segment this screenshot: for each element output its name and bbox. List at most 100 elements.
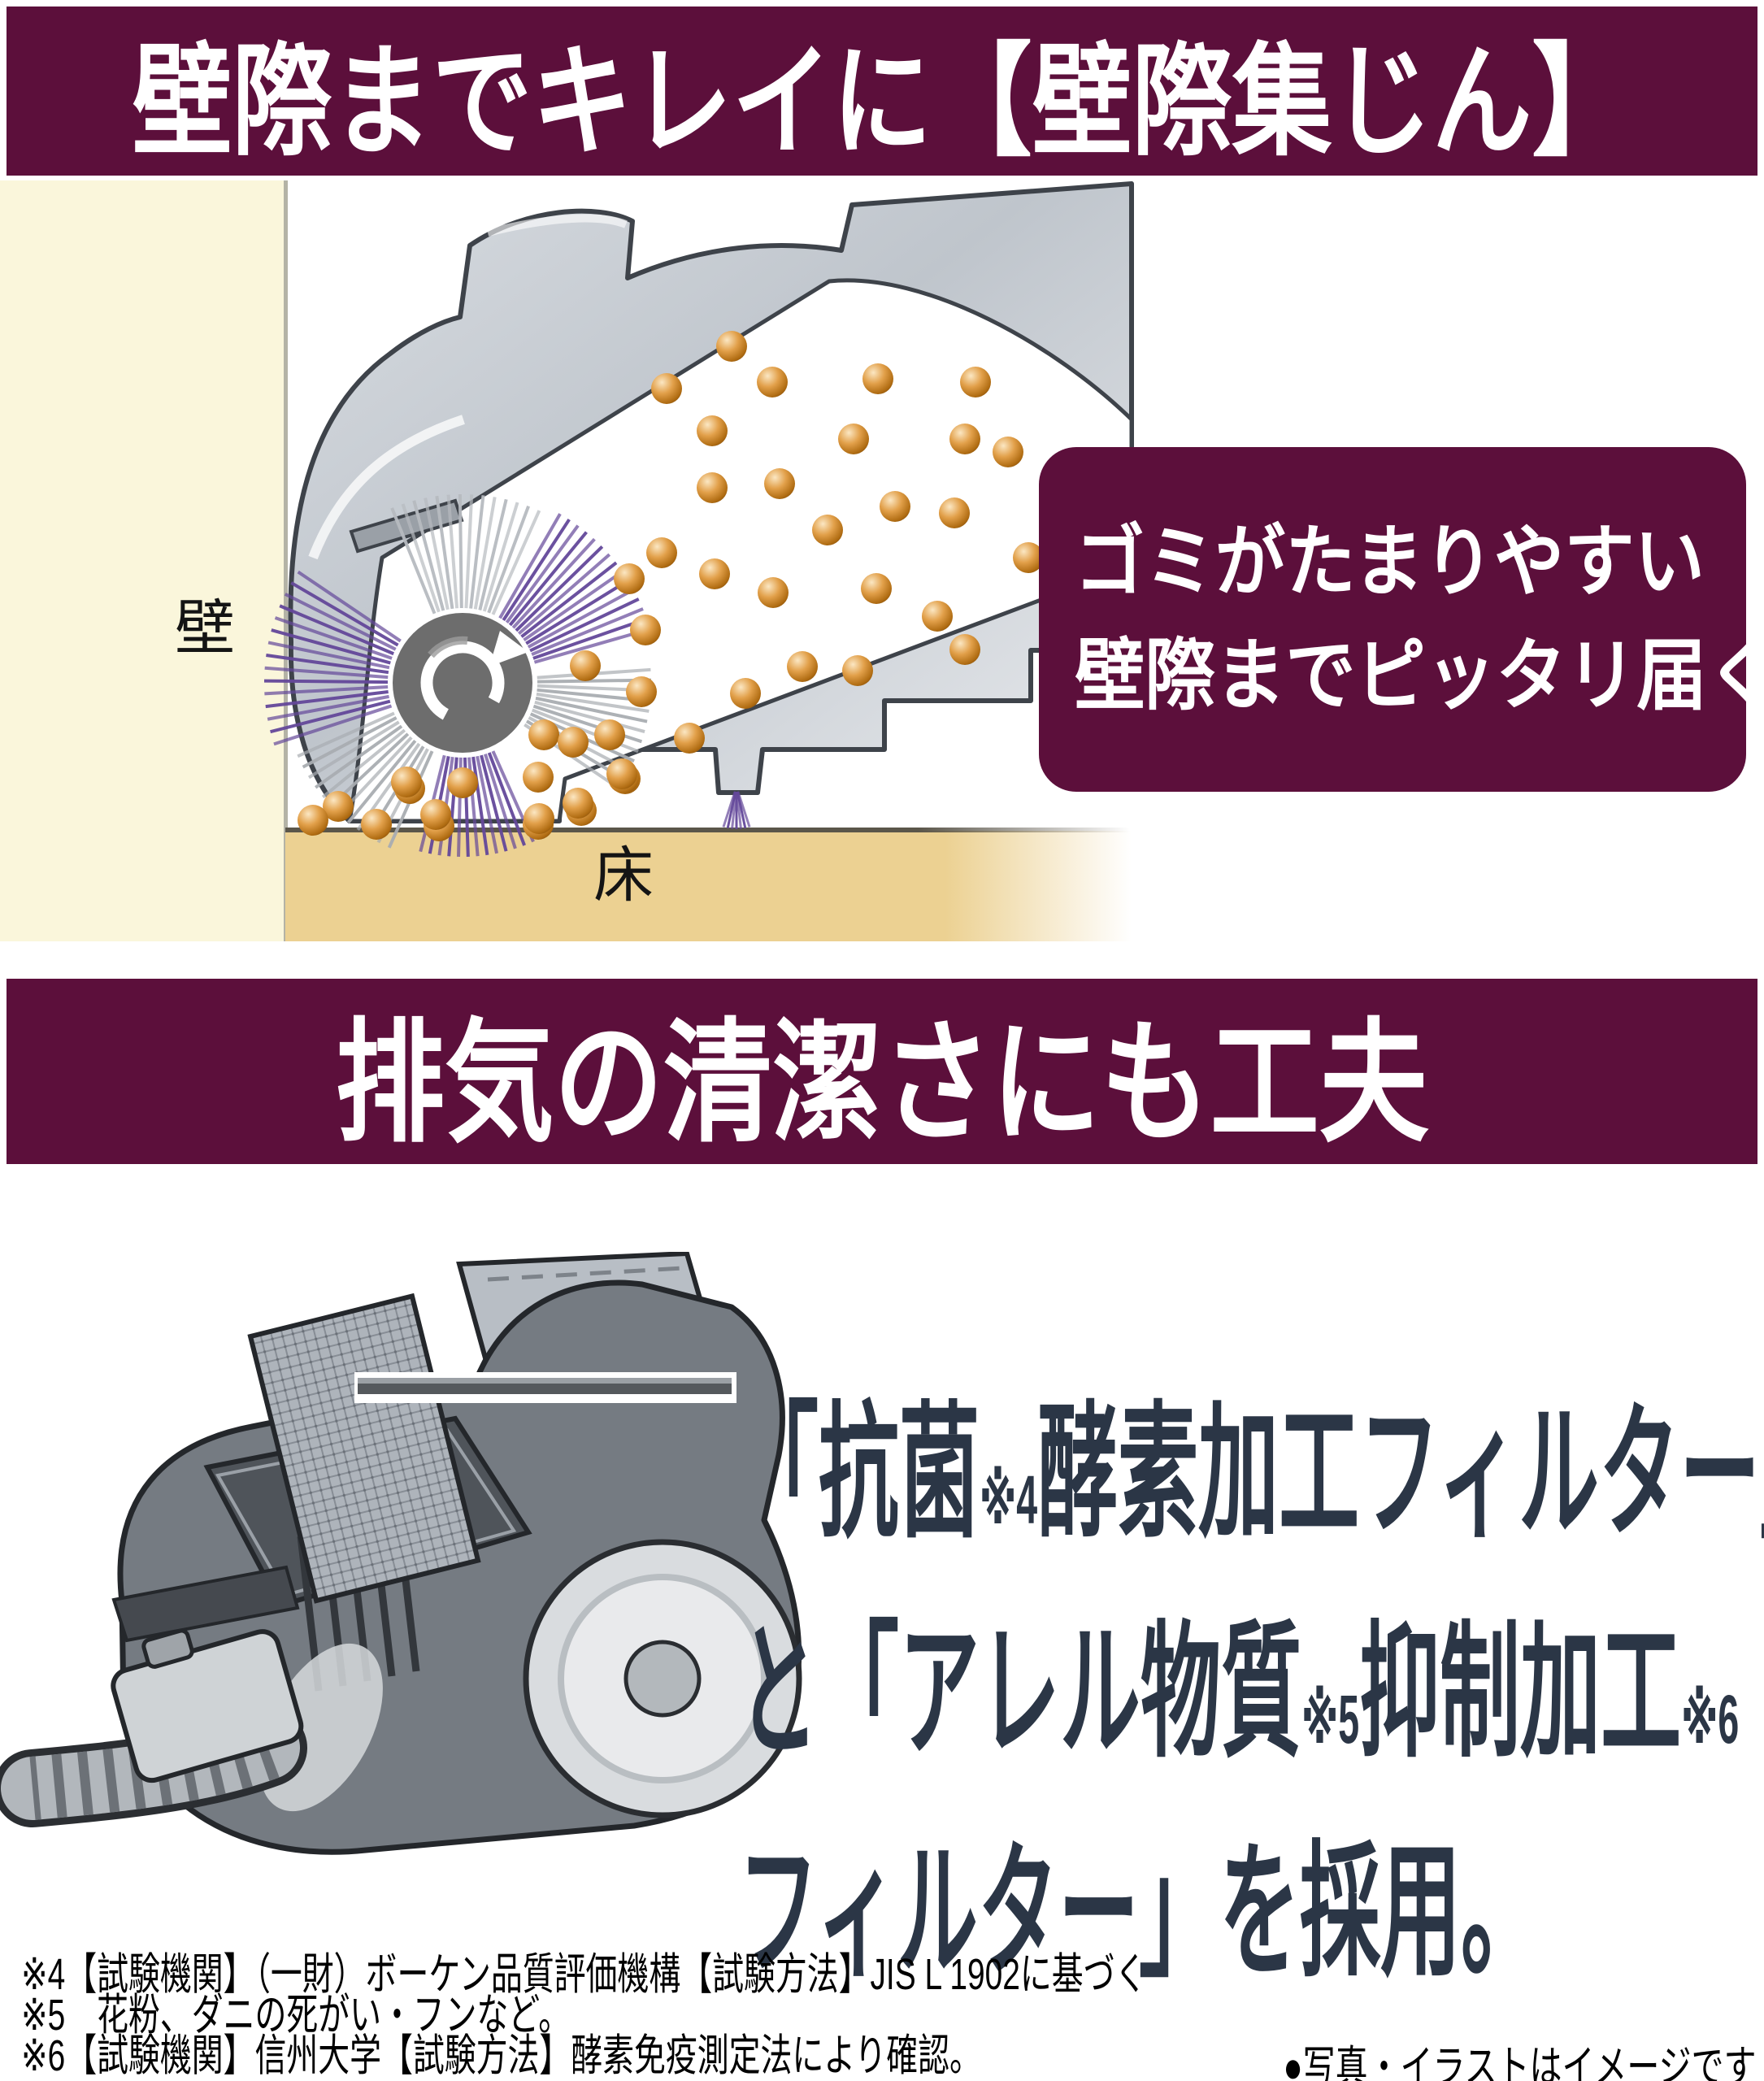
brush-bristles	[263, 493, 751, 857]
bristle-line	[297, 570, 402, 643]
rotating-brush	[393, 613, 532, 753]
bristle-line	[273, 704, 393, 746]
bristle-line	[517, 553, 611, 635]
floor-top-line	[285, 828, 1130, 832]
callout-line2: 壁際までピッタリ届く	[1075, 632, 1764, 719]
dust-particle	[862, 363, 893, 394]
bristle-line	[435, 495, 454, 610]
dust-particle	[949, 424, 980, 454]
bristle-line	[520, 561, 618, 638]
bristle-line	[401, 503, 441, 613]
rotation-arrow-ring	[420, 641, 505, 725]
bristle-line	[464, 494, 474, 609]
callout-box: ゴミがたまりやすい 壁際までピッタリ届く	[1039, 447, 1764, 792]
dust-particle	[626, 676, 657, 707]
dust-particle	[697, 472, 728, 503]
bristle-line	[265, 689, 389, 709]
bristle-line	[534, 700, 645, 733]
banner2-text: 排気の清潔さにも工夫	[335, 1008, 1429, 1158]
dust-particle	[960, 367, 991, 398]
dust-particle	[922, 601, 953, 632]
dust-particle	[716, 331, 747, 362]
dust-particle	[674, 723, 705, 754]
bristle-line	[297, 711, 395, 758]
description-line: と「アレル物質※5抑制加工※6	[738, 1611, 1740, 1775]
bristle-line	[263, 679, 389, 684]
pleated-filter	[297, 1516, 420, 1692]
bristle-line	[480, 754, 508, 852]
bristle-line	[271, 628, 391, 665]
dust-particle	[757, 367, 788, 398]
bristle-line	[266, 654, 389, 675]
bristle-line	[290, 581, 399, 647]
bristle-line	[473, 497, 497, 610]
dust-particle	[1013, 542, 1044, 573]
bristle-line	[469, 495, 485, 609]
floor	[285, 831, 1132, 941]
rotation-arrow-head	[489, 631, 528, 667]
image-note-text: ●写真・イラストはイメージです	[1283, 2043, 1756, 2081]
bristle-line	[270, 699, 391, 734]
wheel	[523, 1539, 802, 1818]
brush-shine	[428, 636, 468, 658]
shell-highlight-streak	[308, 415, 465, 560]
bristle-line	[412, 500, 445, 611]
hose	[0, 1628, 307, 1827]
image-note: ●写真・イラストはイメージです	[780, 2031, 1756, 2081]
dust-particles	[298, 331, 1044, 841]
bristle-line	[284, 593, 397, 651]
bristle-line	[346, 739, 417, 824]
bristle-line	[424, 497, 450, 610]
bristle-line	[491, 510, 541, 615]
dust-particle	[298, 805, 328, 836]
footnotes: ※4【試験機関】（一財）ボーケン品質評価機構【試験方法】JIS L 1902に基…	[21, 1950, 1764, 2078]
description-line: 「抗菌※4酵素加工フィルター」	[738, 1392, 1764, 1555]
bristle-line	[471, 756, 489, 856]
bristle-line	[458, 493, 463, 609]
dust-particle	[447, 767, 478, 798]
footnote-line: ※4【試験機関】（一財）ボーケン品質評価機構【試験方法】JIS L 1902に基…	[21, 1950, 1147, 1999]
dust-particle	[764, 468, 795, 499]
brush-disc	[393, 613, 532, 753]
bristle-line	[508, 531, 588, 627]
bristle-line	[535, 696, 648, 723]
banner1-text: 壁際までキレイに【壁際集じん】	[132, 33, 1632, 170]
floor-label: 床	[593, 841, 654, 909]
bristle-line	[264, 666, 389, 680]
dust-particle	[594, 719, 625, 750]
bristle-line	[315, 724, 403, 789]
bristle-line	[736, 791, 751, 828]
bristle-line	[487, 752, 526, 846]
bristle-line	[532, 617, 648, 660]
dust-particle	[812, 515, 843, 545]
dust-particle	[730, 678, 761, 709]
bristle-line	[321, 728, 406, 799]
dust-particle	[563, 788, 593, 819]
bristle-line	[267, 694, 389, 721]
dust-particle	[651, 373, 682, 404]
dust-particle	[861, 573, 892, 604]
headline-banner-wall-edge: 壁際までキレイに【壁際集じん】	[7, 7, 1757, 176]
shell-highlight-streak-2	[486, 214, 628, 237]
dust-particle	[697, 415, 728, 446]
callout-line1: ゴミがたまりやすい	[1075, 519, 1705, 606]
dust-particle	[323, 791, 354, 822]
dust-particle	[842, 655, 873, 686]
dust-particle	[993, 437, 1023, 467]
bristle-line	[307, 720, 400, 780]
footnote-line: ※5 花粉、ダニの死がい・フンなど。	[21, 1991, 571, 2040]
bristle-line	[476, 755, 499, 854]
bristle-line	[267, 641, 390, 670]
wall-edge-illustration: 壁 床	[0, 180, 1134, 941]
bristle-line	[502, 518, 571, 622]
dust-particle	[614, 563, 645, 594]
dust-particle	[838, 424, 869, 454]
dust-particle	[646, 537, 677, 568]
bristle-line	[527, 588, 635, 649]
dust-particle	[361, 809, 392, 840]
bristle-line	[446, 494, 459, 609]
headline-banner-exhaust: 排気の清潔さにも工夫	[7, 979, 1757, 1164]
dust-particle	[787, 651, 818, 682]
dust-particle	[949, 634, 980, 665]
